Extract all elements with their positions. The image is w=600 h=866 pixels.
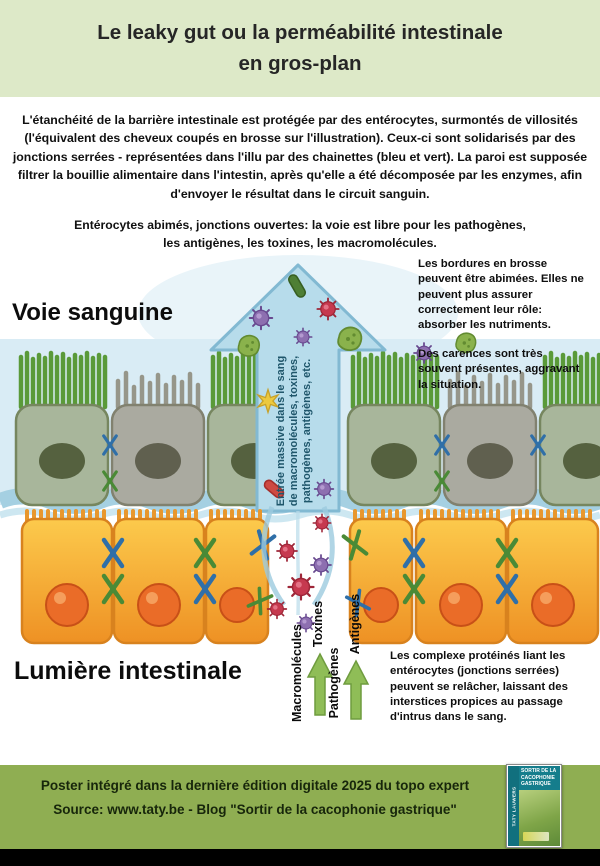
key-message-line2: les antigènes, les toxines, les macromol… [163,236,437,251]
intro-section: L'étanchéité de la barrière intestinale … [0,97,600,253]
label-voie-sanguine: Voie sanguine [12,298,173,326]
bottom-black-bar [0,848,600,866]
pathogen-purple-icon [310,553,332,576]
enterocyte-damaged [112,373,204,505]
book-cover-art [519,789,560,846]
poster-header: Le leaky gut ou la perméabilité intestin… [0,0,600,97]
enterocyte-orange-gap-left [204,508,270,645]
note-brush-borders-text: Les bordures en brosse peuvent être abim… [418,257,584,332]
enterocyte-orange [22,511,112,643]
arrow-label: Entrée massive dans le sang de macromolé… [275,356,313,506]
microbe-green-icon [237,334,261,357]
pathogen-red-icon [266,598,288,619]
gut-illustration: Entrée massive dans le sang de macromolé… [0,254,600,722]
pathogen-red-icon [276,539,298,562]
page-title: Le leaky gut ou la perméabilité intestin… [97,18,503,80]
intro-paragraph: L'étanchéité de la barrière intestinale … [12,113,588,201]
note-tight-junctions: Les complexe protéinés liant les entéroc… [390,649,568,724]
pathogen-red-icon [316,297,340,321]
footer-source-line: Source: www.taty.be - Blog "Sortir de la… [53,801,457,817]
diagram-section: Entrée massive dans le sang de macromolé… [0,253,600,765]
flow-labels: Macromolécules Toxines Pathogènes Antigè… [290,594,362,722]
pathogen-purple-icon [248,305,274,331]
flow-label-pathogenes: Pathogènes [327,647,341,718]
enterocyte-orange [114,511,204,643]
up-arrow-icon [306,652,334,716]
pathogen-red-icon [287,573,315,601]
enterocyte-row-lower [22,508,598,645]
leak-stream [261,505,335,633]
poster-footer: Poster intégré dans la dernière édition … [0,764,600,849]
arrow-text-line1: Entrée massive dans le sang [275,356,287,506]
book-main: SORTIR DE LA CACOPHONIE GASTRIQUE [519,766,560,846]
page-title-line1: Le leaky gut ou la perméabilité intestin… [97,20,503,44]
book-cover: TATY LAUWERS SORTIR DE LA CACOPHONIE GAS… [506,764,562,848]
enterocyte-orange-gap-right [348,508,414,645]
note-brush-borders: Les bordures en brosse peuvent être abim… [418,257,588,406]
footer-edition-line: Poster intégré dans la dernière édition … [40,777,470,793]
key-message: Entérocytes abimés, jonctions ouvertes: … [10,216,590,253]
pathogen-purple-icon [313,478,335,499]
arrow-text-line3: pathogènes, antigènes, etc. [301,359,313,503]
pathogen-purple-icon [293,327,313,347]
flow-label-macromolecules: Macromolécules [290,624,304,722]
enterocyte-orange [416,511,506,643]
book-spine: TATY LAUWERS [508,766,519,846]
footer-text: Poster intégré dans la dernière édition … [0,765,600,817]
enterocyte-orange [508,511,598,643]
flow-label-antigenes: Antigènes [348,594,362,654]
microbe-green-icon [337,326,363,351]
pathogen-red-icon [312,513,332,533]
label-lumiere-intestinale: Lumière intestinale [14,656,242,685]
arrow-text-line2: de macromolécules, toxines, [288,356,300,506]
book-title: SORTIR DE LA CACOPHONIE GASTRIQUE [519,766,560,790]
page-title-line2: en gros-plan [238,51,362,75]
flow-arrows [306,652,370,720]
key-message-line1: Entérocytes abimés, jonctions ouvertes: … [74,218,526,233]
book-author: TATY LAUWERS [511,786,516,826]
up-arrow-icon [342,659,370,720]
flow-label-toxines: Toxines [311,601,325,647]
note-deficiencies-text: Des carences sont très souvent présentes… [418,347,580,391]
